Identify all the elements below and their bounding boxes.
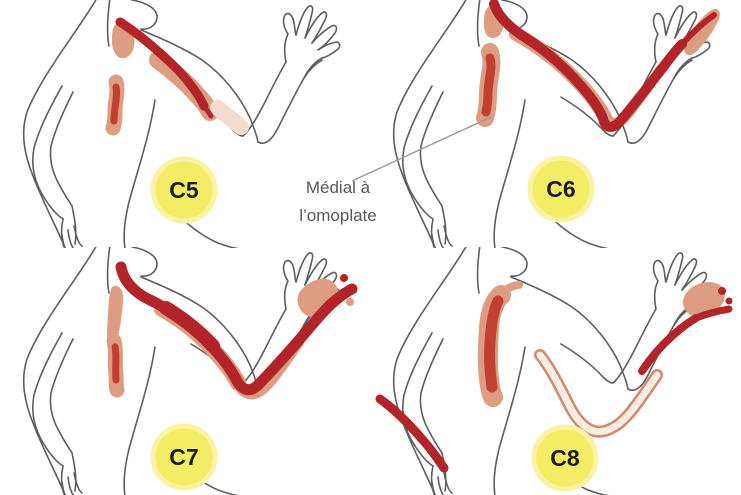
c6-scapula-core: [481, 53, 496, 117]
c6-arm-band: [489, 0, 687, 132]
label-badge-c5: C5: [150, 156, 218, 224]
c8-scapula-core: [484, 295, 504, 393]
panel-label-c6: C6: [546, 176, 575, 202]
figure-c6: C6: [370, 0, 741, 248]
callout-label-line2: l’omoplate: [299, 206, 377, 225]
label-badge-c6: C6: [527, 155, 595, 223]
c8-fingertip-red-2: [725, 297, 733, 305]
callout-label-line1: Médial à: [305, 178, 371, 197]
c8-inner-arm-ribbon-edge: [534, 349, 663, 438]
c5-elbow-faint-patch: [210, 100, 249, 135]
figure-c7: C7: [0, 247, 371, 495]
c8-fingertip-red-1: [718, 287, 726, 295]
c7-index-fingertip-red: [340, 274, 348, 282]
c7-scapula-core: [111, 343, 120, 384]
figure-c8: C8: [370, 247, 741, 495]
c8-badge-circle: [531, 424, 599, 492]
c5-scapula-core: [110, 83, 121, 125]
c7-deltoid-band-thick: [159, 301, 220, 353]
panel-label-c8: C8: [550, 445, 580, 471]
c6-thumb-streak: [679, 12, 717, 47]
c5-badge-circle: [150, 156, 218, 224]
pain-pattern-c7: [106, 261, 358, 400]
c5-shoulder-streak-tip: [201, 103, 214, 119]
c8-inner-arm-ribbon-fill: [536, 351, 661, 436]
c6-badge-circle: [527, 155, 595, 223]
panel-label-c7: C7: [169, 444, 198, 470]
c5-shoulder-streak: [115, 17, 209, 111]
c7-ring-finger-salmon: [346, 298, 354, 306]
c7-neck-salmon: [106, 285, 124, 348]
pain-pattern-c5: [105, 17, 249, 136]
figure-c5: C5: [0, 0, 371, 248]
c8-hand-salmon: [683, 282, 725, 317]
c7-arm-band: [115, 261, 358, 396]
callout-label: Médial à l’omoplate: [284, 174, 392, 230]
c8-little-finger-streak: [692, 305, 733, 322]
c8-ulnar-forearm-streak: [638, 314, 700, 375]
pain-pattern-c6: [476, 0, 720, 132]
c8-hanging-forearm-streak: [375, 394, 449, 473]
panel-label-c5: C5: [169, 177, 199, 203]
pain-pattern-c8: [375, 281, 733, 473]
label-badge-c8: C8: [531, 424, 599, 492]
c7-badge-circle: [150, 423, 218, 491]
label-badge-c7: C7: [150, 423, 218, 491]
